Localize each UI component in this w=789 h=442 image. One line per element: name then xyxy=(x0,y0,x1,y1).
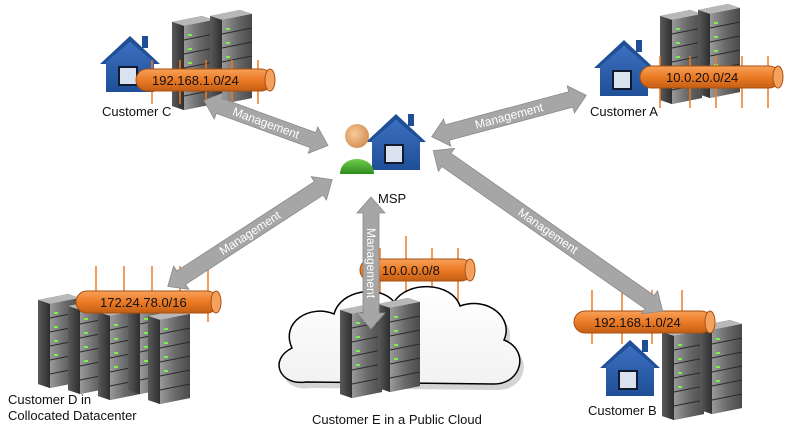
customer-a-site: 10.0.20.0/24 xyxy=(594,3,784,108)
customer-d-site: 172.24.78.0/16 xyxy=(37,266,222,405)
server-icon xyxy=(147,309,191,405)
server-icon xyxy=(377,297,421,393)
management-link-e: Management xyxy=(356,196,386,330)
server-icon xyxy=(659,9,703,105)
subnet-label-a: 10.0.20.0/24 xyxy=(666,70,738,85)
customer-d-label-line2: Collocated Datacenter xyxy=(8,408,137,423)
customer-b-label: Customer B xyxy=(588,403,657,418)
customer-e-site: 10.0.0.0/8 xyxy=(278,236,524,399)
management-label: Management xyxy=(473,100,545,132)
customer-e-label: Customer E in a Public Cloud xyxy=(312,412,482,427)
customer-c-site: 192.168.1.0/24 xyxy=(100,9,276,111)
subnet-label-e: 10.0.0.0/8 xyxy=(382,263,440,278)
management-link-a: Management xyxy=(431,85,587,147)
management-label: Management xyxy=(231,104,302,141)
management-label: Management xyxy=(217,208,284,258)
server-icon xyxy=(699,319,743,415)
msp-site xyxy=(340,114,426,174)
management-label: Management xyxy=(515,205,581,257)
customer-c-label: Customer C xyxy=(102,104,172,119)
server-icon xyxy=(661,325,705,421)
msp-label: MSP xyxy=(378,191,407,206)
management-link-b: Management xyxy=(432,147,664,315)
management-link-c: Management xyxy=(203,92,329,154)
subnet-label-d: 172.24.78.0/16 xyxy=(100,295,187,310)
subnet-pipe-e: 10.0.0.0/8 xyxy=(359,258,476,282)
management-label: Management xyxy=(364,228,378,299)
house-icon xyxy=(366,114,426,170)
person-icon xyxy=(340,124,374,174)
customer-d-label-line1: Customer D in xyxy=(8,392,92,407)
subnet-label-c: 192.168.1.0/24 xyxy=(152,73,239,88)
management-link-d: Management xyxy=(167,176,333,290)
customer-b-site: 192.168.1.0/24 xyxy=(573,290,743,421)
server-icon xyxy=(171,15,215,111)
customer-a-label: Customer A xyxy=(590,104,658,119)
house-icon xyxy=(600,340,660,396)
subnet-label-b: 192.168.1.0/24 xyxy=(594,315,681,330)
subnet-pipe-b: 192.168.1.0/24 xyxy=(573,310,716,334)
subnet-pipe-d: 172.24.78.0/16 xyxy=(75,290,222,314)
subnet-pipe-c: 192.168.1.0/24 xyxy=(135,68,276,92)
subnet-pipe-a: 10.0.20.0/24 xyxy=(639,65,784,89)
